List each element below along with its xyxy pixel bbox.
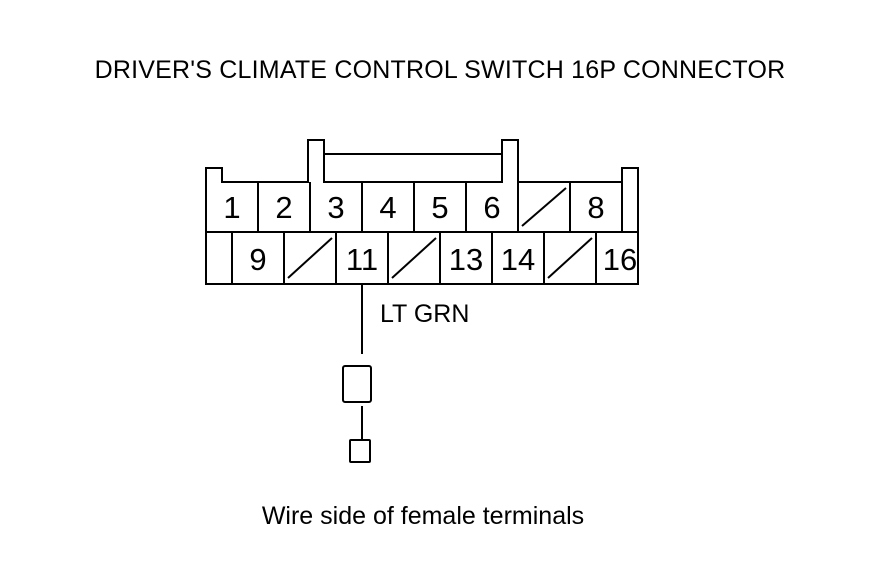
terminal-label-14: 14 bbox=[501, 242, 535, 277]
empty-terminal-12-slash bbox=[391, 237, 437, 279]
wire-color-label: LT GRN bbox=[380, 300, 469, 328]
terminal-label-11: 11 bbox=[346, 242, 378, 277]
wire-terminal-upper bbox=[342, 365, 372, 403]
terminal-label-13: 13 bbox=[449, 242, 483, 277]
terminal-label-9: 9 bbox=[249, 242, 266, 277]
terminal-label-6: 6 bbox=[483, 190, 500, 225]
terminal-label-1: 1 bbox=[223, 190, 240, 225]
wire-terminal-lower bbox=[349, 439, 371, 463]
terminal-label-4: 4 bbox=[379, 190, 396, 225]
terminal-label-3: 3 bbox=[327, 190, 344, 225]
terminal-label-8: 8 bbox=[587, 190, 604, 225]
empty-terminal-15-slash bbox=[547, 237, 593, 279]
terminal-label-2: 2 bbox=[275, 190, 292, 225]
connector-outline bbox=[205, 139, 639, 285]
empty-terminal-10-slash bbox=[287, 237, 333, 279]
empty-terminal-7-slash bbox=[521, 187, 567, 227]
diagram-caption: Wire side of female terminals bbox=[261, 502, 585, 530]
terminal-label-5: 5 bbox=[431, 190, 448, 225]
page-title: DRIVER'S CLIMATE CONTROL SWITCH 16P CONN… bbox=[94, 56, 786, 84]
terminal-label-16: 16 bbox=[603, 242, 637, 277]
